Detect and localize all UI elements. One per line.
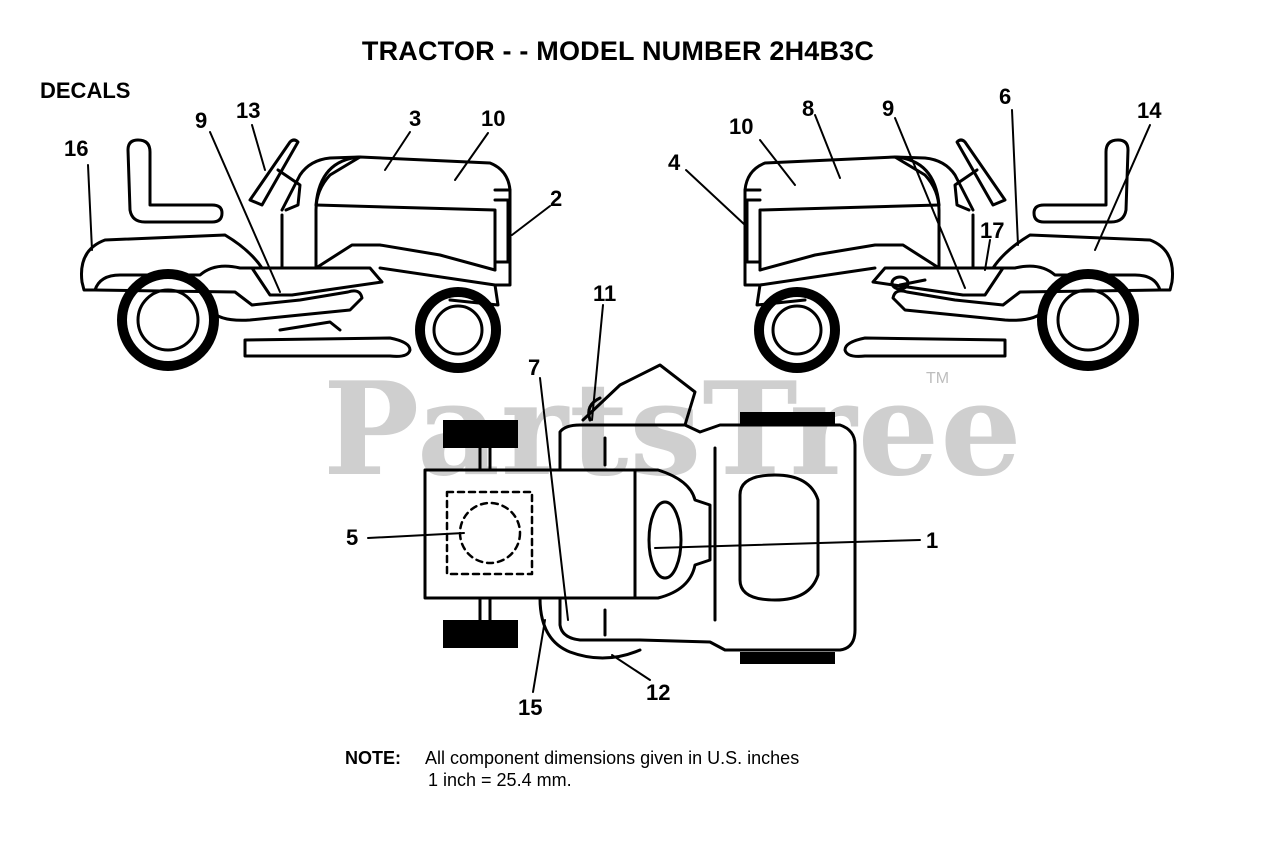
dimensions-note: NOTE: All component dimensions given in U… — [345, 748, 800, 790]
watermark-text: PartsTree — [323, 355, 1023, 505]
watermark-tm: TM — [926, 370, 950, 387]
section-label-decals: DECALS — [40, 78, 131, 103]
top-view-tractor — [423, 363, 857, 664]
callout-8: 8 — [802, 96, 815, 121]
callout-4: 4 — [668, 150, 681, 175]
callout-13: 13 — [236, 98, 261, 123]
callout-10-left: 10 — [481, 106, 506, 131]
callout-3: 3 — [409, 106, 422, 131]
callout-1: 1 — [926, 528, 939, 553]
diagram-title: TRACTOR - - MODEL NUMBER 2H4B3C — [361, 36, 875, 66]
callout-14: 14 — [1137, 98, 1162, 123]
left-side-tractor — [79, 138, 512, 358]
callout-6: 6 — [999, 84, 1012, 109]
callout-11: 11 — [593, 281, 617, 306]
leader-lines — [87, 109, 1151, 693]
callout-15: 15 — [518, 695, 543, 720]
callout-5: 5 — [346, 525, 359, 550]
note-label: NOTE: — [345, 748, 401, 768]
right-side-tractor — [743, 138, 1175, 358]
callout-9-right: 9 — [882, 96, 895, 121]
callout-7: 7 — [528, 355, 541, 380]
note-line-1: All component dimensions given in U.S. i… — [425, 748, 800, 768]
callout-10-right: 10 — [729, 114, 754, 139]
callout-17: 17 — [980, 218, 1005, 243]
callout-9-left: 9 — [195, 108, 208, 133]
callout-12: 12 — [646, 680, 671, 705]
callout-2: 2 — [550, 186, 563, 211]
callout-16: 16 — [64, 136, 89, 161]
note-line-2: 1 inch = 25.4 mm. — [428, 770, 572, 790]
